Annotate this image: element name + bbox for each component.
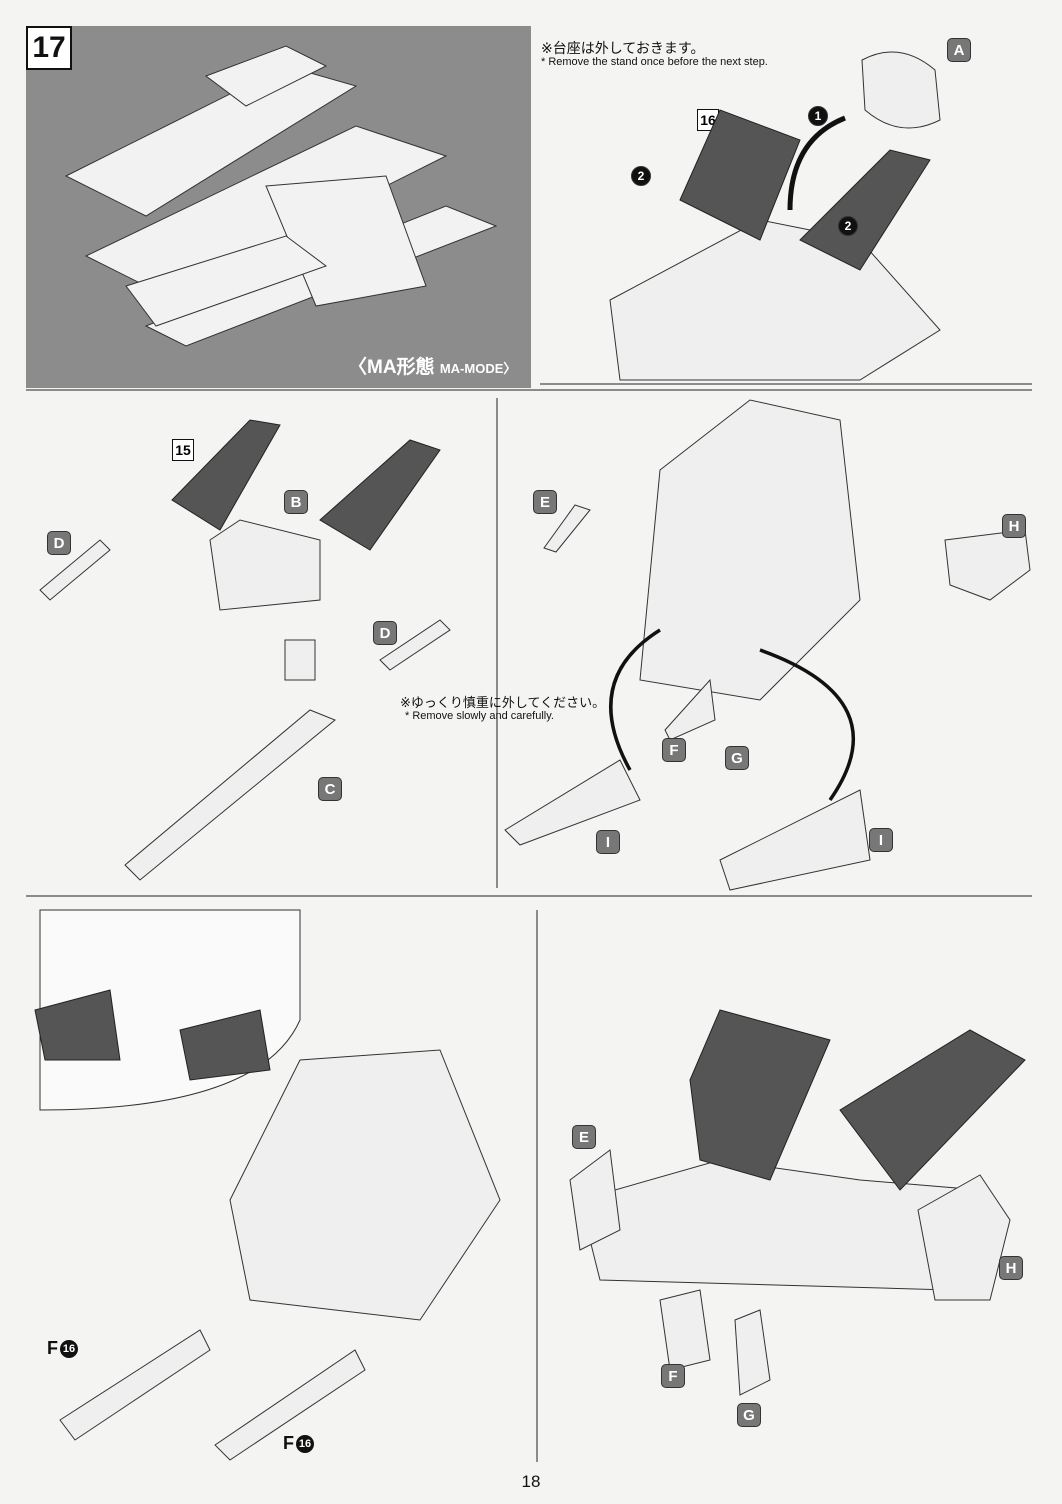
slow-note-en: * Remove slowly and carefully. [405, 710, 554, 722]
order-mark-2a: 2 [631, 166, 651, 186]
part-label-c: C [318, 777, 342, 801]
order-mark-1: 1 [808, 106, 828, 126]
part-label-d-right: D [373, 621, 397, 645]
part-label-e-bottom: E [572, 1125, 596, 1149]
ma-mode-illustration [64, 45, 498, 347]
f16-circle-left: 16 [60, 1340, 78, 1359]
part-label-b: B [284, 490, 308, 514]
part-label-h-top: H [1002, 514, 1026, 538]
ref-step-15: 15 [172, 439, 194, 461]
ma-mode-label: 〈MA形態 MA-MODE〉 [348, 352, 516, 379]
ma-mode-label-en: MA-MODE〉 [439, 361, 517, 376]
stand-note-ja: ※台座は外しておきます。 [541, 41, 705, 57]
part-label-g-bottom: G [737, 1403, 761, 1427]
part-label-i-right: I [869, 828, 893, 852]
part-label-h-bottom: H [999, 1256, 1023, 1280]
page-number: 18 [521, 1472, 541, 1491]
ma-mode-panel [26, 26, 531, 388]
slow-note-ja: ※ゆっくり慎重に外してください。 [400, 696, 606, 711]
part-label-e-top: E [533, 490, 557, 514]
f16-letter-bottom: F [283, 1433, 294, 1453]
step-number: 17 [26, 26, 72, 70]
stand-note-en: * Remove the stand once before the next … [541, 56, 768, 68]
part-label-f-bottom: F [661, 1364, 685, 1388]
part-label-i-left: I [596, 830, 620, 854]
part-label-d-left: D [47, 531, 71, 555]
f16-circle-bottom: 16 [296, 1435, 314, 1454]
ref-step-16: 16 [697, 109, 719, 131]
ma-mode-label-ja: 〈MA形態 [348, 357, 435, 378]
part-label-a: A [947, 38, 971, 62]
part-label-f-top: F [662, 738, 686, 762]
f16-letter-left: F [47, 1338, 58, 1358]
part-label-g-top: G [725, 746, 749, 770]
order-mark-2b: 2 [838, 216, 858, 236]
